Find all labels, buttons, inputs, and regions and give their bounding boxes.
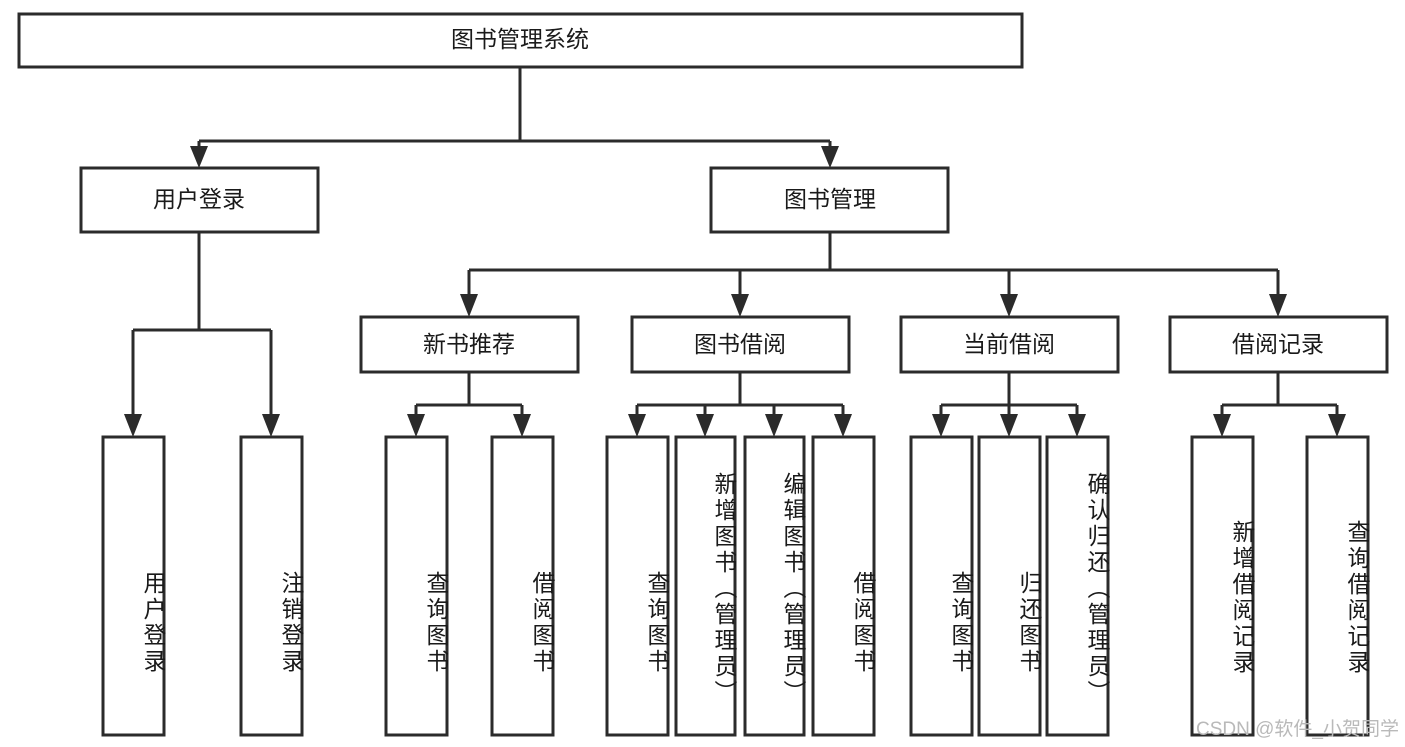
arrow-head-icon	[262, 414, 280, 437]
node-box-leaf-logout[interactable]	[239, 435, 304, 737]
node-label-user-login: 用户登录	[153, 186, 245, 212]
node-label-borrow-record: 借阅记录	[1232, 331, 1324, 357]
node-label-new-book-recommend: 新书推荐	[423, 331, 515, 357]
node-box-leaf-borrow-book-2[interactable]	[811, 435, 876, 737]
node-box-book-borrow[interactable]	[630, 315, 851, 374]
node-label-book-borrow: 图书借阅	[694, 331, 786, 357]
node-box-leaf-return-book[interactable]	[977, 435, 1042, 737]
node-box-borrow-record[interactable]	[1168, 315, 1389, 374]
node-box-leaf-query-record[interactable]	[1305, 435, 1370, 737]
arrow-head-icon	[513, 414, 531, 437]
watermark-text: CSDN @软件_小贺同学	[1196, 719, 1399, 740]
arrow-head-icon	[765, 414, 783, 437]
arrow-head-icon	[124, 414, 142, 437]
node-box-leaf-query-book-1[interactable]	[384, 435, 449, 737]
arrow-head-icon	[932, 414, 950, 437]
node-box-current-borrow[interactable]	[899, 315, 1120, 374]
node-label-book-manage: 图书管理	[784, 186, 876, 212]
node-box-leaf-add-record[interactable]	[1190, 435, 1255, 737]
connector-bookborrow-to-leaves	[628, 372, 852, 437]
node-box-leaf-confirm-return[interactable]	[1045, 435, 1110, 737]
node-box-leaf-query-book-2[interactable]	[605, 435, 670, 737]
arrow-head-icon	[731, 294, 749, 317]
connector-borrowrecord-to-leaves	[1213, 372, 1346, 437]
arrow-head-icon	[1000, 414, 1018, 437]
arrow-head-icon	[1269, 294, 1287, 317]
arrow-head-icon	[190, 146, 208, 168]
arrow-head-icon	[821, 146, 839, 168]
node-box-leaf-edit-book[interactable]	[743, 435, 806, 737]
connector-root-to-level2	[190, 67, 839, 168]
connector-bookmanage-to-level3	[460, 232, 1287, 317]
node-box-leaf-borrow-book-1[interactable]	[490, 435, 555, 737]
node-label-root: 图书管理系统	[451, 26, 589, 52]
arrow-head-icon	[1000, 294, 1018, 317]
connector-newbook-to-leaves	[407, 372, 531, 437]
arrow-head-icon	[696, 414, 714, 437]
arrow-head-icon	[628, 414, 646, 437]
node-box-leaf-add-book[interactable]	[674, 435, 737, 737]
arrow-head-icon	[407, 414, 425, 437]
connector-currentborrow-to-leaves	[932, 372, 1086, 437]
arrow-head-icon	[460, 294, 478, 317]
arrow-head-icon	[834, 414, 852, 437]
arrow-head-icon	[1068, 414, 1086, 437]
arrow-head-icon	[1213, 414, 1231, 437]
node-box-root[interactable]	[17, 12, 1024, 69]
node-box-user-login[interactable]	[79, 166, 320, 234]
node-label-current-borrow: 当前借阅	[963, 331, 1055, 357]
node-box-book-manage[interactable]	[709, 166, 950, 234]
connector-userlogin-to-leaves	[124, 232, 280, 437]
node-box-leaf-user-login[interactable]	[101, 435, 166, 737]
arrow-head-icon	[1328, 414, 1346, 437]
node-box-leaf-query-book-3[interactable]	[909, 435, 974, 737]
node-box-new-book-recommend[interactable]	[359, 315, 580, 374]
